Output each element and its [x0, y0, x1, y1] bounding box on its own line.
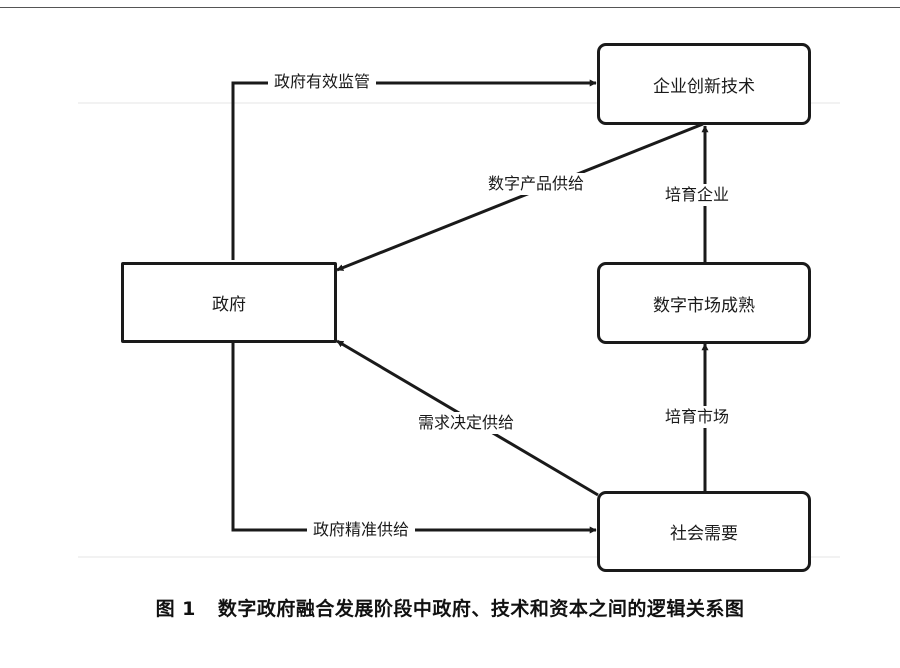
node-digital-market-label: 数字市场成熟	[653, 295, 755, 316]
top-rule	[0, 7, 900, 8]
figure-number: 图 1	[155, 598, 196, 620]
edge-label-cultivate-market: 培育市场	[659, 406, 736, 428]
node-social-needs-label: 社会需要	[670, 524, 738, 544]
edge-label-gov-supervision: 政府有效监管	[268, 71, 377, 93]
node-enterprise-tech: 企业创新技术	[597, 43, 811, 125]
node-digital-market: 数字市场成熟	[597, 262, 811, 344]
edge-label-gov-precise-supply: 政府精准供给	[307, 519, 416, 541]
figure-caption: 图 1 数字政府融合发展阶段中政府、技术和资本之间的逻辑关系图	[0, 594, 900, 621]
edge-label-cultivate-enterprise: 培育企业	[659, 184, 736, 206]
edge-digital-product-supply	[336, 122, 704, 272]
node-government: 政府	[121, 262, 337, 343]
edge-gov-precise-supply	[231, 342, 597, 534]
node-enterprise-tech-label: 企业创新技术	[653, 76, 755, 97]
node-government-label: 政府	[212, 295, 246, 315]
figure-caption-text: 数字政府融合发展阶段中政府、技术和资本之间的逻辑关系图	[217, 598, 745, 620]
edge-gov-supervision	[231, 79, 597, 260]
edge-label-digital-product-supply: 数字产品供给	[482, 173, 591, 195]
edge-label-demand-decides-supply: 需求决定供给	[412, 412, 521, 434]
node-social-needs: 社会需要	[597, 491, 811, 572]
